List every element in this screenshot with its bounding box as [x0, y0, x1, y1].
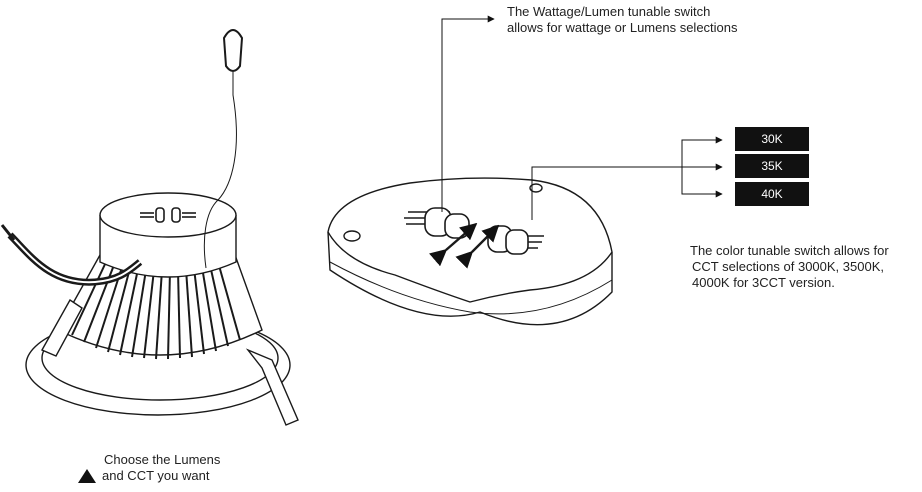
wattage-callout-line1: The Wattage/Lumen tunable switch — [507, 4, 711, 19]
heat-sink-fins — [71, 261, 241, 360]
cct-option-40k: 40K — [735, 182, 809, 206]
driver-cap — [99, 192, 237, 238]
lumens-caption: Choose the Lumens and CCT you want — [78, 452, 221, 484]
double-arrow-right — [455, 224, 500, 269]
color-callout-line1: The color tunable switch allows for — [690, 243, 889, 258]
cct-option-35k: 35K — [735, 154, 809, 178]
triangle-up-icon — [78, 469, 96, 483]
color-callout-line2: CCT selections of 3000K, 3500K, — [692, 259, 884, 274]
color-leader — [531, 163, 723, 220]
lumens-caption-line2: and CCT you want — [102, 468, 210, 483]
lumens-caption-row: and CCT you want — [78, 468, 220, 484]
wattage-switch-callout: The Wattage/Lumen tunable switch allows … — [507, 4, 738, 36]
spring-clip-right — [245, 348, 299, 426]
color-switch-callout: The color tunable switch allows for CCT … — [690, 243, 889, 291]
downlight-fixture — [0, 29, 299, 426]
hanging-wire — [203, 72, 237, 269]
leader-lines — [441, 15, 723, 220]
driver-cover — [327, 177, 613, 326]
color-callout-line3: 4000K for 3CCT version. — [692, 275, 835, 290]
lumens-caption-line1: Choose the Lumens — [104, 452, 221, 467]
spring-clip-left — [41, 298, 83, 357]
wattage-callout-line2: allows for wattage or Lumens selections — [507, 20, 738, 35]
carabiner-icon — [222, 29, 244, 72]
cct-option-30k: 30K — [735, 127, 809, 151]
wattage-leader — [441, 15, 495, 212]
